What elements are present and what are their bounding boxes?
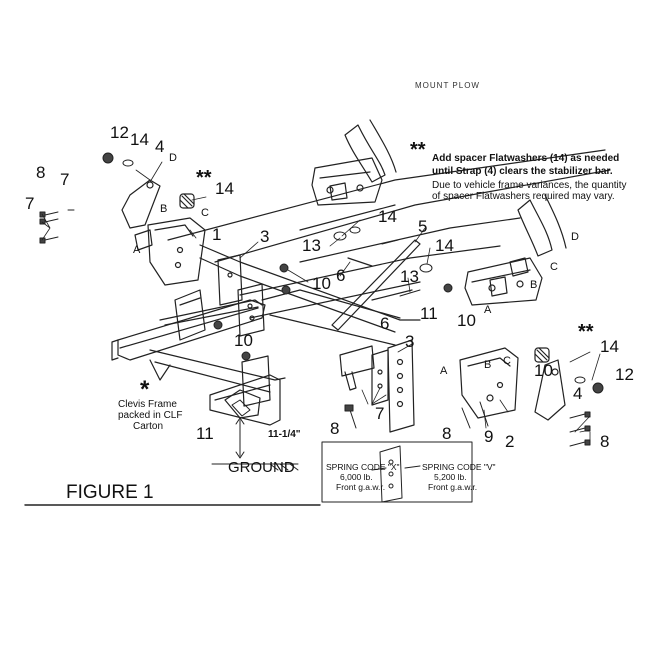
clevis-line-1: Clevis Frame — [118, 399, 177, 410]
main-frame-rails — [167, 149, 611, 346]
dimension-label: 11-1/4" — [268, 429, 301, 440]
part-number: ** — [196, 167, 212, 189]
right-mount-plate — [339, 339, 415, 433]
left-bracket — [121, 179, 206, 286]
part-number: 10 — [534, 361, 553, 380]
part-number: 6 — [380, 314, 390, 333]
rods — [331, 239, 421, 331]
spring-code-x-line-1: SPRING CODE "X" — [326, 462, 400, 472]
upper-left-vehicle-frame — [311, 119, 397, 206]
part-number: 3 — [405, 332, 415, 351]
cross-tube-assembly — [111, 289, 286, 426]
point-letter: B — [484, 359, 492, 371]
part-number: 1 — [212, 225, 222, 244]
point-letter: B — [160, 203, 168, 215]
point-letter: B — [530, 279, 538, 291]
spring-code-v-line-1: SPRING CODE "V" — [422, 462, 496, 472]
part-number: 7 — [60, 170, 70, 189]
clevis-line-3: Carton — [133, 421, 164, 432]
part-number: 12 — [615, 365, 634, 384]
clevis-marker: * — [140, 376, 150, 403]
part-number: 10 — [312, 274, 331, 293]
header-text: MOUNT PLOW — [415, 81, 480, 90]
part-number: 4 — [155, 137, 165, 156]
part-number: 10 — [234, 331, 253, 350]
ground-label: GROUND — [228, 459, 295, 476]
part-number: 9 — [484, 427, 494, 446]
note-line-4: of spacer Flatwashers required may vary. — [432, 191, 615, 202]
part-number: 13 — [400, 267, 419, 286]
spring-code-v-line-3: Front g.a.w.r. — [428, 482, 478, 492]
part-number: 11 — [196, 424, 214, 443]
part-number: 8 — [330, 419, 340, 438]
part-number: ** — [578, 321, 594, 343]
spring-code-x-line-2: 6,000 lb. — [340, 472, 373, 482]
part-number: 7 — [375, 404, 385, 423]
part-number: 14 — [130, 130, 149, 149]
ground-dimension — [211, 417, 299, 471]
part-number: 13 — [302, 236, 321, 255]
point-letter: C — [550, 261, 558, 273]
note-line-3: Due to vehicle frame variances, the quan… — [432, 180, 627, 191]
clevis-line-2: packed in CLF — [118, 410, 183, 421]
spring-code-v-line-2: 5,200 lb. — [434, 472, 467, 482]
part-number: 14 — [600, 337, 619, 356]
note-line-1: Add spacer Flatwashers (14) as needed — [432, 153, 620, 164]
part-number: 8 — [36, 163, 46, 182]
right-bracket — [459, 347, 566, 421]
point-letter: D — [169, 152, 177, 164]
left-side-plates — [217, 254, 271, 407]
part-number: 3 — [260, 227, 270, 246]
part-number: 7 — [25, 194, 35, 213]
figure-title: FIGURE 1 — [66, 482, 154, 503]
part-number: 14 — [378, 207, 397, 226]
part-number: 6 — [336, 266, 346, 285]
note-marker: ** — [410, 139, 426, 161]
spring-code-inset — [321, 441, 473, 503]
part-number: 5 — [418, 217, 428, 236]
part-number: 14 — [215, 179, 234, 198]
springs — [179, 193, 550, 363]
spring-code-x-line-3: Front g.a.w.r. — [336, 482, 386, 492]
part-number: 10 — [457, 311, 476, 330]
part-number: 12 — [110, 123, 129, 142]
leader-lines — [41, 161, 601, 445]
part-number: 2 — [505, 432, 515, 451]
hardware — [39, 152, 604, 447]
point-letter: A — [484, 304, 492, 316]
point-letter: A — [133, 244, 141, 256]
part-number: 8 — [600, 432, 610, 451]
part-number: 14 — [435, 236, 454, 255]
point-letter: C — [201, 207, 209, 219]
note-line-2: until Strap (4) clears the stabilizer ba… — [432, 166, 613, 177]
part-number: 8 — [442, 424, 452, 443]
right-vehicle-frame — [464, 194, 567, 306]
point-letter: D — [571, 231, 579, 243]
point-letter: A — [440, 365, 448, 377]
part-number: 11 — [420, 304, 438, 323]
part-number: 4 — [573, 384, 583, 403]
point-letter: C — [503, 355, 511, 367]
